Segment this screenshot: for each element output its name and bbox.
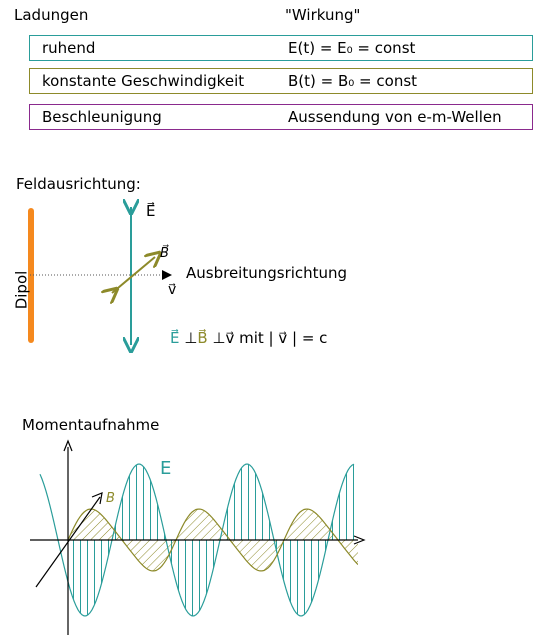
row-constant-velocity-effect: B(t) = B₀ = const bbox=[288, 72, 418, 90]
row-acceleration: Beschleunigung Aussendung von e-m-Wellen bbox=[29, 104, 533, 130]
relation-e: E⃗ bbox=[170, 329, 180, 347]
b-field-label: B⃗ bbox=[160, 246, 169, 261]
e-wave-curve bbox=[39, 463, 355, 617]
field-orientation-title: Feldausrichtung: bbox=[16, 175, 141, 193]
b-wave-curve bbox=[68, 508, 358, 572]
row-constant-velocity-charge: konstante Geschwindigkeit bbox=[42, 72, 245, 90]
z-axis bbox=[35, 496, 101, 588]
row-acceleration-charge: Beschleunigung bbox=[42, 108, 162, 126]
field-orientation-diagram bbox=[28, 195, 172, 360]
propagation-direction-label: Ausbreitungsrichtung bbox=[186, 264, 348, 282]
perpendicular-relation: E⃗ ⊥B⃗ ⊥v⃗ mit | v⃗ | = c bbox=[170, 329, 327, 347]
velocity-label: v⃗ bbox=[168, 282, 177, 298]
relation-b: B⃗ bbox=[197, 329, 208, 347]
row-resting-charge: ruhend bbox=[42, 39, 96, 57]
row-constant-velocity: konstante Geschwindigkeit B(t) = B₀ = co… bbox=[29, 68, 533, 94]
relation-rest: ⊥v⃗ mit | v⃗ | = c bbox=[207, 329, 328, 347]
x-axis-arrow-icon bbox=[353, 535, 366, 545]
b-wave-fill bbox=[68, 509, 358, 571]
row-resting: ruhend E(t) = E₀ = const bbox=[29, 35, 533, 61]
wave-snapshot-diagram bbox=[30, 439, 366, 635]
snapshot-title: Momentaufnahme bbox=[22, 416, 160, 434]
e-field-label: E⃗ bbox=[146, 202, 156, 220]
propagation-arrow-icon bbox=[162, 270, 172, 280]
row-resting-effect: E(t) = E₀ = const bbox=[288, 39, 416, 57]
relation-perp-1: ⊥ bbox=[179, 329, 198, 347]
header-effect: "Wirkung" bbox=[285, 6, 361, 24]
snapshot-b-label: B bbox=[106, 491, 115, 506]
y-axis-arrow-icon bbox=[63, 439, 73, 452]
snapshot-e-label: E bbox=[160, 458, 172, 479]
z-axis-arrow-icon bbox=[91, 492, 103, 505]
dipole-label: Dipol bbox=[12, 270, 31, 310]
header-charges: Ladungen bbox=[14, 6, 89, 24]
row-acceleration-effect: Aussendung von e-m-Wellen bbox=[288, 108, 502, 126]
b-field-arrow bbox=[112, 257, 155, 293]
